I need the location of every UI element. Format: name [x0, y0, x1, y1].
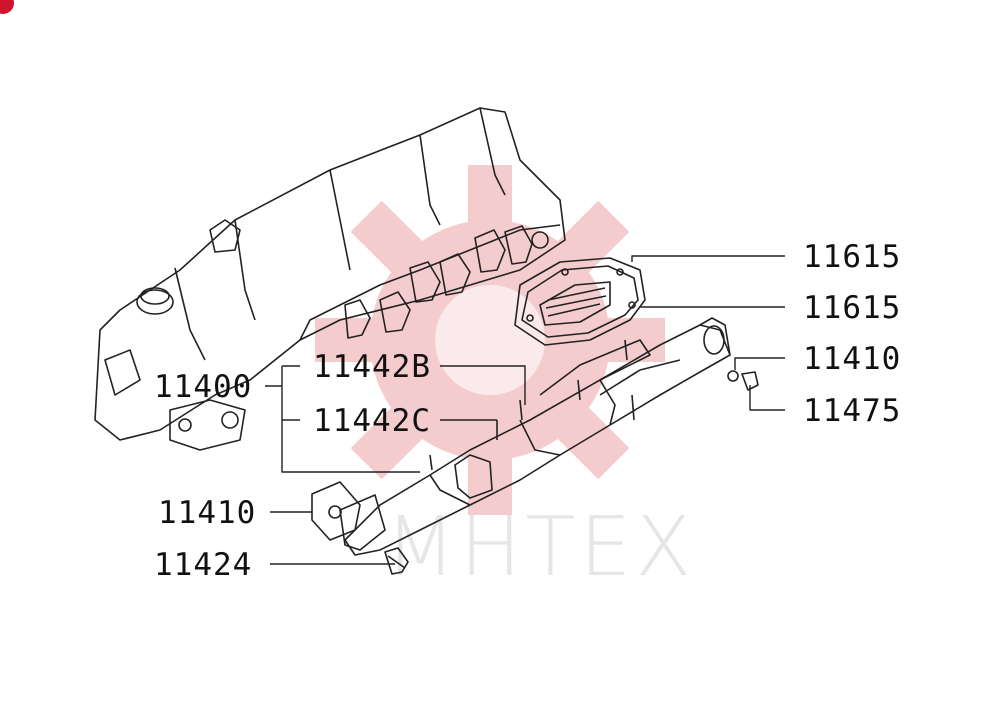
- leader-lines: [265, 255, 785, 565]
- part-label-11615-top: 11615: [803, 239, 902, 275]
- corner-logo-mark: [0, 0, 14, 14]
- part-label-11475: 11475: [803, 393, 902, 429]
- flange-gasket-left-drawing: [311, 481, 361, 541]
- intake-manifold-drawing: [339, 317, 731, 556]
- part-label-11442c: 11442C: [313, 403, 431, 439]
- part-label-11410-right: 11410: [803, 341, 902, 377]
- part-label-11410-left: 11410: [158, 495, 257, 531]
- cylinder-head-drawing: [94, 107, 566, 451]
- part-label-11442b: 11442B: [313, 349, 431, 385]
- bolt-drawing: [384, 547, 409, 575]
- plug-drawing: [727, 370, 759, 391]
- part-label-11424: 11424: [154, 547, 253, 583]
- part-label-11400: 11400: [154, 369, 253, 405]
- gasket-drawing: [514, 257, 646, 346]
- watermark-text: MHTEX: [385, 500, 696, 595]
- part-label-11615-bottom: 11615: [803, 290, 902, 326]
